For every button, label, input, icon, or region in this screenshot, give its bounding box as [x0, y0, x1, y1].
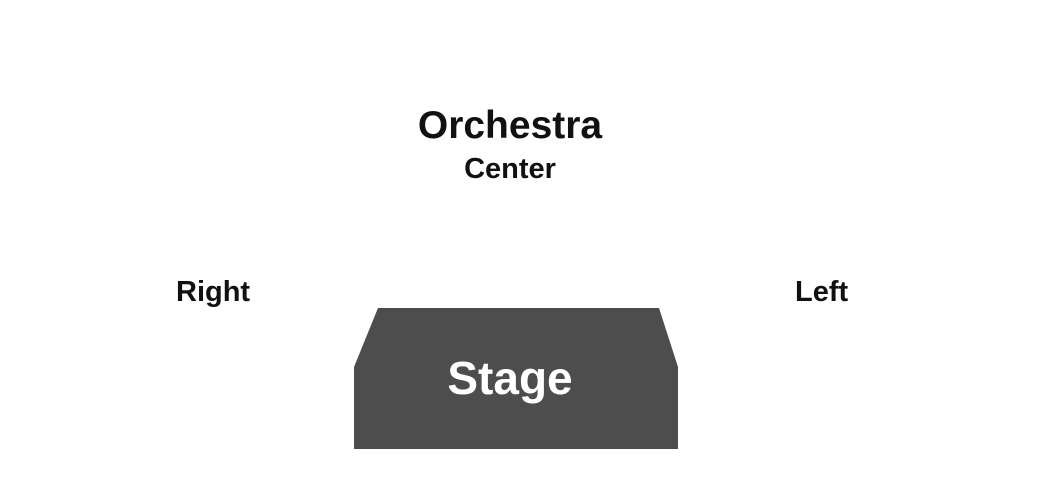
orchestra-left-section[interactable]: Left: [795, 276, 849, 308]
stage: Stage: [354, 308, 678, 449]
stage-shape: [354, 308, 678, 449]
orchestra-center-section[interactable]: Center: [464, 153, 556, 185]
orchestra-title: Orchestra: [417, 104, 603, 147]
stage-polygon: [354, 308, 678, 449]
stage-label: Stage: [447, 352, 573, 404]
orchestra-right-section[interactable]: Right: [176, 276, 251, 308]
